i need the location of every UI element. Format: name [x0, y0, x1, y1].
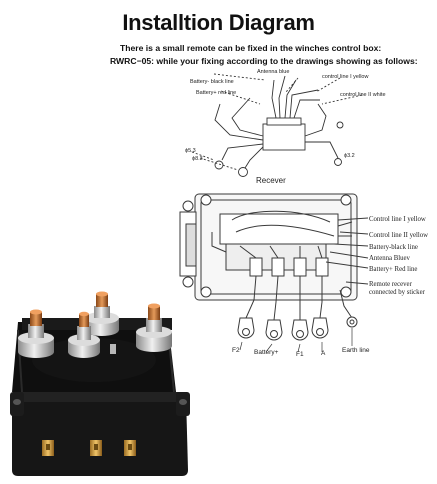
label-battery-plus: Battery+	[254, 349, 279, 356]
label-diameter-5-3: ϕ5.3	[185, 148, 196, 154]
label-battery-red-line: Battery+ Red line	[369, 266, 417, 273]
label-antenna-blue-right: Antenna Bluev	[369, 255, 411, 262]
winch-solenoid-contactor	[10, 291, 190, 476]
label-remote-receiver: Remote recever	[369, 281, 413, 288]
receiver-label: Recever	[256, 176, 286, 185]
label-control-line-2-yellow: Control line II yellow	[369, 232, 428, 239]
control-box-schematic	[179, 193, 369, 353]
spade-terminal	[124, 440, 136, 456]
terminal-post-left	[18, 309, 54, 358]
page-title: Installtion Diagram	[122, 10, 315, 35]
label-battery-black-line: Battery-black line	[369, 244, 418, 251]
label-f2: F2	[232, 347, 240, 354]
label-control-line-1-yellow: Control line I yellow	[369, 216, 426, 223]
intro-text-line-1: There is a small remote can be fixed in …	[120, 43, 382, 53]
terminal-post-middle	[85, 291, 119, 336]
label-battery-red: Battery+ red line	[196, 90, 236, 96]
label-f1: F1	[296, 351, 304, 358]
label-earth-line: Earth line	[342, 347, 370, 354]
label-a: A	[321, 350, 326, 357]
label-control-line-1: control line I yellow	[322, 74, 368, 80]
label-connected-by-sticker: connected by sticker	[369, 289, 426, 296]
label-diameter-3-2: ϕ3.2	[344, 153, 355, 159]
label-antenna-blue: Antenna blue	[257, 69, 289, 75]
small-receiver-box	[262, 123, 306, 151]
terminal-post-right	[136, 303, 172, 352]
label-control-line-2: control line II white	[340, 92, 386, 98]
spade-terminal	[42, 440, 54, 456]
top-wiring-diagram	[191, 73, 363, 177]
label-battery-black: Battery- black line	[190, 79, 234, 85]
intro-text-line-2: RWRC−05: while your fixing according to …	[110, 56, 418, 66]
spade-terminal	[90, 440, 102, 456]
terminal-post-front	[68, 311, 100, 358]
label-diameter-8-3: ϕ8.3	[192, 156, 203, 162]
